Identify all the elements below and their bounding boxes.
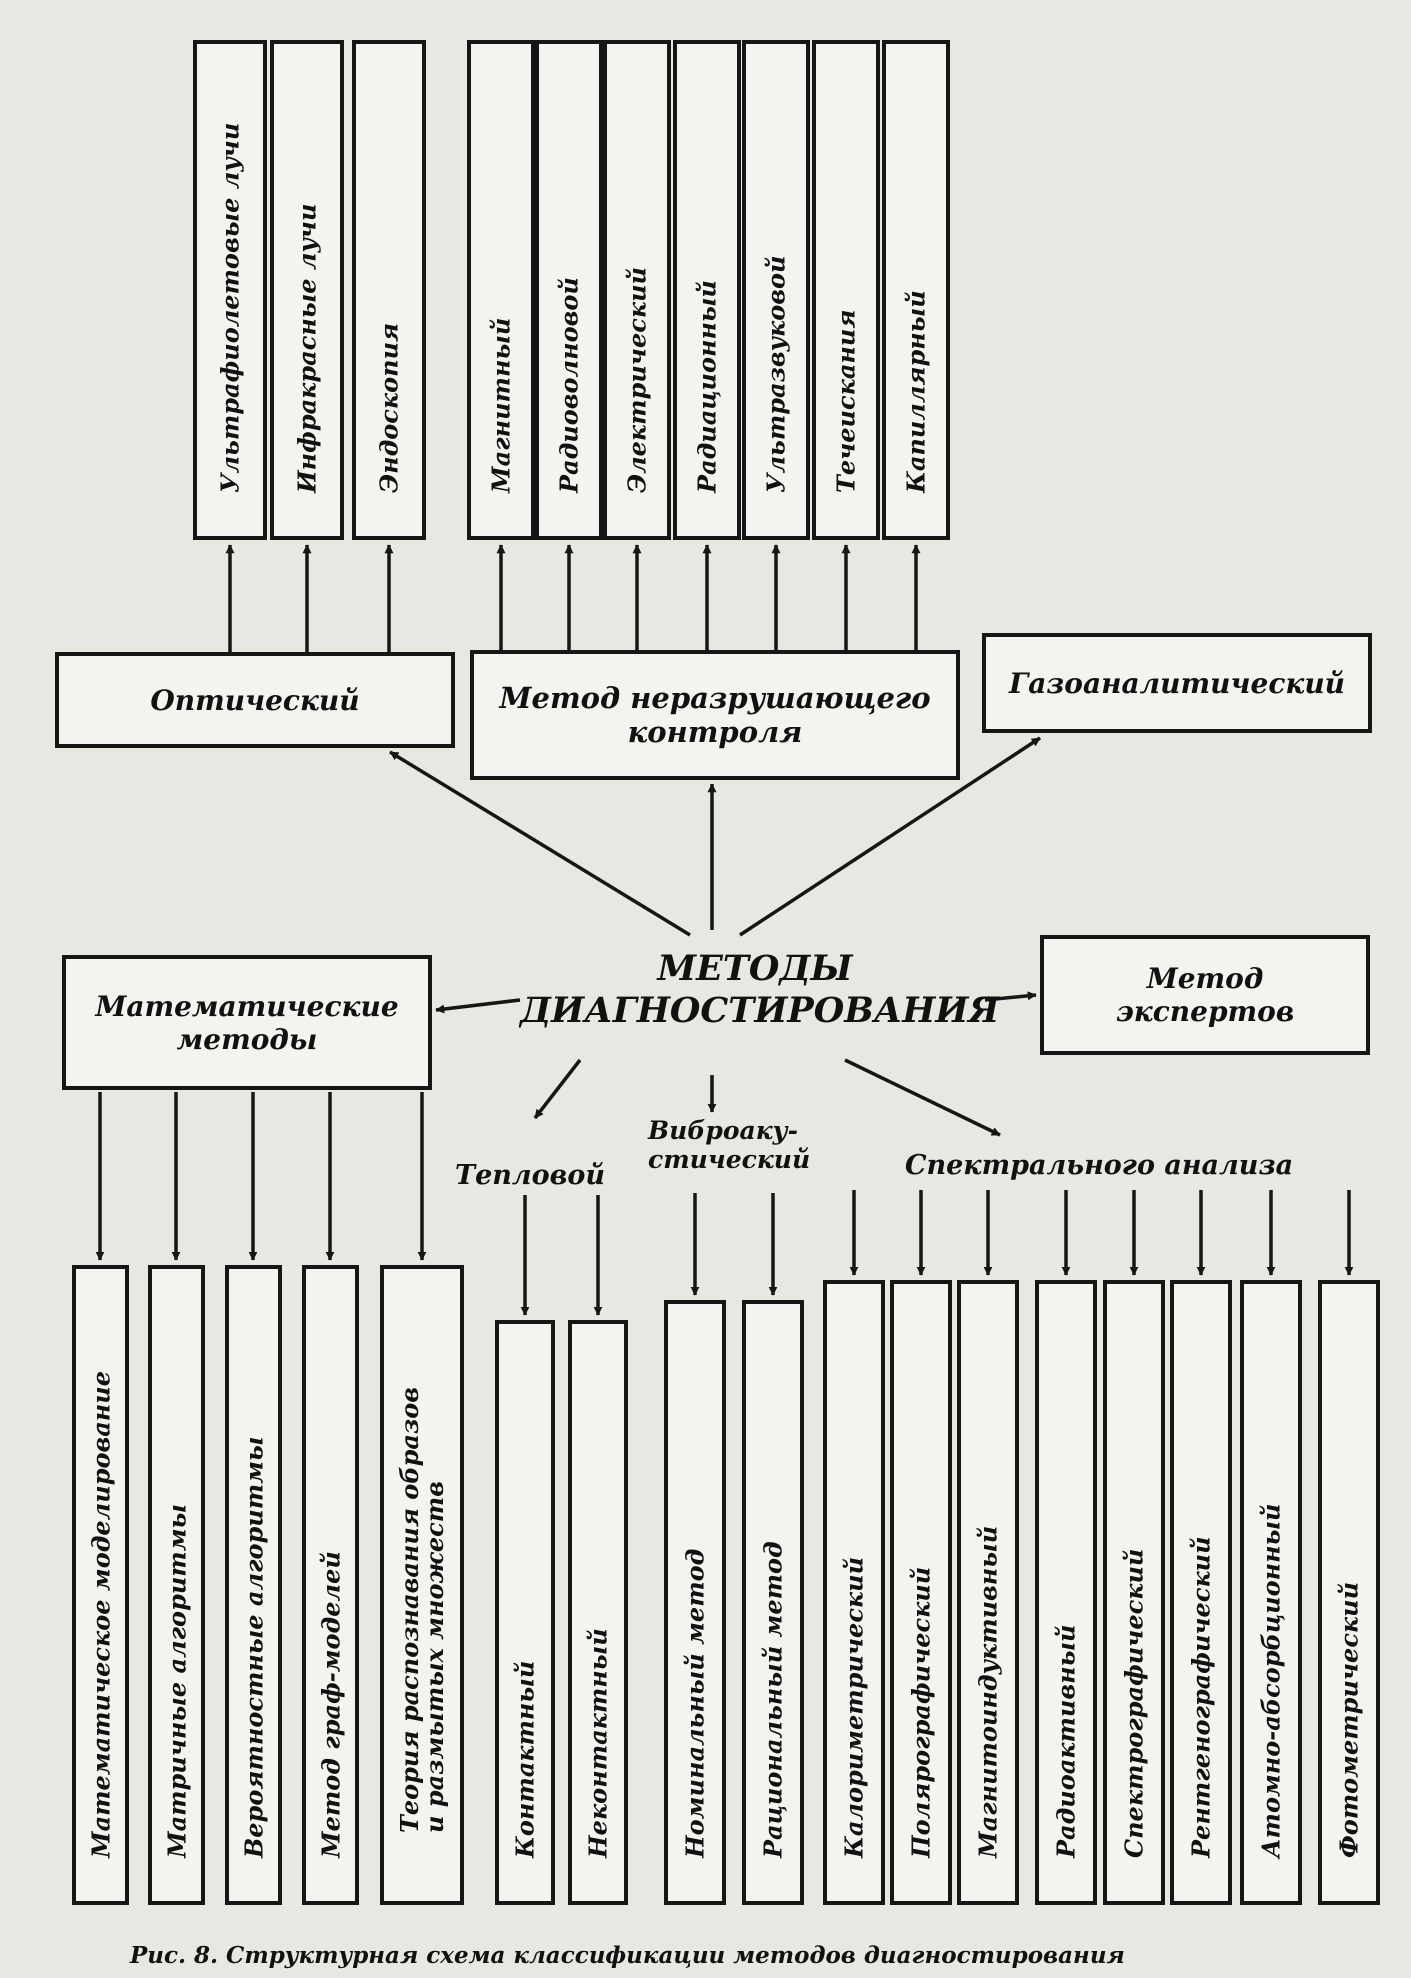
spectral-leaf-1-label: Полярографический — [906, 1566, 936, 1858]
spectral-leaf-7-label: Фотометрический — [1334, 1581, 1364, 1858]
math-leaf-4-label: Теория распознавания образов и размытых … — [394, 1386, 449, 1833]
optical-leaf-0: Ультрафиолетовые лучи — [193, 40, 267, 540]
spectral-leaf-6-label: Атомно-абсорбционный — [1256, 1503, 1286, 1858]
ndt-leaf-3: Радиационный — [673, 40, 741, 540]
ndt-method-label-line1: Метод неразрушающего — [499, 681, 931, 715]
ndt-leaf-4: Ультразвуковой — [742, 40, 810, 540]
experts-method-box: Метод экспертов — [1040, 935, 1370, 1055]
optical-leaf-2-label: Эндоскопия — [374, 322, 404, 493]
ndt-leaf-6: Капиллярный — [882, 40, 950, 540]
optical-method-box: Оптический — [55, 652, 455, 748]
figure-caption: Рис. 8. Структурная схема классификации … — [130, 1942, 1125, 1969]
spectral-leaf-3-label: Радиоактивный — [1051, 1624, 1081, 1858]
spectral-leaf-2-label: Магнитоиндуктивный — [973, 1525, 1003, 1858]
math-leaf-0: Математическое моделирование — [72, 1265, 129, 1905]
vibro-method-label-line2: стический — [648, 1144, 811, 1174]
ndt-method-label-line2: контроля — [627, 715, 803, 749]
experts-method-label-line1: Метод — [1146, 962, 1264, 995]
math-methods-label-line1: Математические — [95, 989, 399, 1023]
optical-leaf-2: Эндоскопия — [352, 40, 426, 540]
optical-leaf-0-label: Ультрафиолетовые лучи — [215, 122, 245, 493]
math-leaf-2-label: Вероятностные алгоритмы — [238, 1436, 268, 1858]
math-methods-label-line2: методы — [176, 1022, 318, 1056]
arrow-to-spectral — [844, 1058, 1001, 1137]
center-title-line1: МЕТОДЫ — [657, 948, 853, 989]
center-title-line2: ДИАГНОСТИРОВАНИЯ — [520, 990, 1000, 1031]
ndt-leaf-0-label: Магнитный — [486, 317, 516, 493]
spectral-leaf-2: Магнитоиндуктивный — [957, 1280, 1019, 1905]
ndt-leaf-6-label: Капиллярный — [901, 290, 931, 493]
spectral-leaf-0-label: Калориметрический — [839, 1556, 869, 1858]
arrow-to-thermal — [533, 1058, 582, 1120]
ndt-leaf-1: Радиоволновой — [535, 40, 603, 540]
math-leaf-2: Вероятностные алгоритмы — [225, 1265, 282, 1905]
gas-analytic-method-box: Газоаналитический — [982, 633, 1372, 733]
thermal-leaf-1: Неконтактный — [568, 1320, 628, 1905]
vibro-leaf-0-label: Номинальный метод — [680, 1548, 710, 1858]
optical-leaf-1-label: Инфракрасные лучи — [292, 203, 322, 493]
math-leaf-1: Матричные алгоритмы — [148, 1265, 205, 1905]
ndt-leaf-5-label: Течеискания — [831, 309, 861, 493]
gas-analytic-method-label: Газоаналитический — [1008, 666, 1346, 700]
spectral-leaf-4-label: Спектрографический — [1119, 1548, 1149, 1858]
vibro-method-label: Виброаку- стический — [648, 1116, 811, 1175]
spectral-leaf-5: Рентгенографический — [1170, 1280, 1232, 1905]
ndt-method-box: Метод неразрушающего контроля — [470, 650, 960, 780]
ndt-leaf-3-label: Радиационный — [692, 279, 722, 493]
ndt-leaf-5: Течеискания — [812, 40, 880, 540]
thermal-leaf-0: Контактный — [495, 1320, 555, 1905]
spectral-method-label: Спектрального анализа — [905, 1150, 1294, 1181]
ndt-leaf-4-label: Ультразвуковой — [761, 255, 791, 493]
spectral-leaf-7: Фотометрический — [1318, 1280, 1380, 1905]
thermal-method-label: Тепловой — [455, 1160, 606, 1191]
math-leaf-4-label-line1: Теория распознавания образов — [394, 1386, 424, 1833]
vibro-leaf-0: Номинальный метод — [664, 1300, 726, 1905]
center-title: МЕТОДЫ ДИАГНОСТИРОВАНИЯ — [520, 948, 1000, 1032]
experts-method-label-line2: экспертов — [1115, 995, 1295, 1028]
arrow-to-experts — [984, 991, 1037, 1002]
math-methods-box: Математические методы — [62, 955, 432, 1090]
thermal-leaf-1-label: Неконтактный — [583, 1628, 613, 1858]
arrow-to-optical — [389, 750, 691, 937]
thermal-leaf-0-label: Контактный — [510, 1660, 540, 1858]
spectral-leaf-0: Калориметрический — [823, 1280, 885, 1905]
math-leaf-4: Теория распознавания образов и размытых … — [380, 1265, 464, 1905]
ndt-leaf-1-label: Радиоволновой — [554, 277, 584, 493]
ndt-leaf-0: Магнитный — [467, 40, 535, 540]
ndt-leaf-2-label: Электрический — [622, 266, 652, 493]
math-leaf-3: Метод граф-моделей — [302, 1265, 359, 1905]
math-leaf-1-label: Матричные алгоритмы — [161, 1503, 191, 1858]
spectral-leaf-4: Спектрографический — [1103, 1280, 1165, 1905]
spectral-leaf-5-label: Рентгенографический — [1186, 1536, 1216, 1858]
optical-leaf-1: Инфракрасные лучи — [270, 40, 344, 540]
arrow-to-gas — [739, 736, 1041, 937]
vibro-method-label-line1: Виброаку- — [648, 1116, 798, 1145]
vibro-leaf-1-label: Рациональный метод — [758, 1541, 788, 1858]
math-leaf-4-label-line2: и размытых множеств — [420, 1480, 449, 1833]
ndt-leaf-2: Электрический — [603, 40, 671, 540]
spectral-leaf-1: Полярографический — [890, 1280, 952, 1905]
arrow-to-math — [435, 998, 521, 1014]
math-leaf-0-label: Математическое моделирование — [85, 1370, 115, 1858]
optical-method-label: Оптический — [150, 683, 360, 717]
spectral-leaf-6: Атомно-абсорбционный — [1240, 1280, 1302, 1905]
spectral-leaf-3: Радиоактивный — [1035, 1280, 1097, 1905]
math-leaf-3-label: Метод граф-моделей — [315, 1551, 345, 1858]
vibro-leaf-1: Рациональный метод — [742, 1300, 804, 1905]
